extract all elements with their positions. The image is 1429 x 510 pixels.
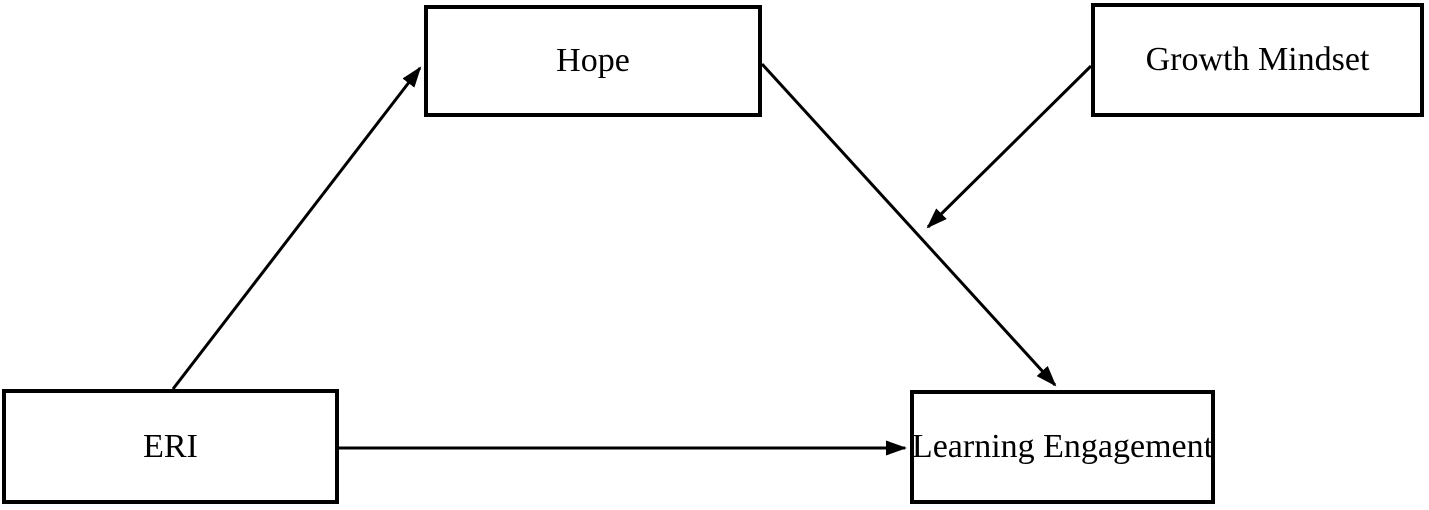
node-eri: ERI <box>2 389 339 504</box>
node-growth-mindset-label: Growth Mindset <box>1145 41 1370 78</box>
node-hope-label: Hope <box>556 42 630 79</box>
node-learning-engagement-label: Learning Engagement <box>911 428 1214 465</box>
node-hope: Hope <box>424 5 762 117</box>
node-eri-label: ERI <box>143 427 198 465</box>
node-growth-mindset: Growth Mindset <box>1091 3 1424 117</box>
arrow-hope-to-learning-engagement <box>760 62 1057 387</box>
arrow-eri-to-hope <box>171 66 422 390</box>
node-learning-engagement: Learning Engagement <box>910 390 1215 504</box>
arrow-growth-mindset-to-path <box>926 64 1093 229</box>
